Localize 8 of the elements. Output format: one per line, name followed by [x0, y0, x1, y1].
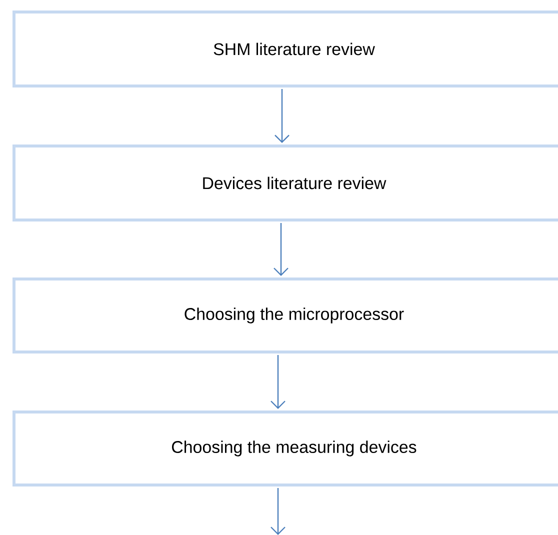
arrow: [270, 488, 286, 535]
process-box: Choosing the microprocessor: [12, 277, 558, 354]
process-box: SHM literature review: [12, 10, 558, 88]
arrow: [270, 354, 286, 409]
process-box: Choosing the measuring devices: [12, 410, 558, 486]
arrow: [274, 88, 290, 143]
process-box: Devices literature review: [12, 144, 558, 222]
arrow: [274, 222, 288, 276]
